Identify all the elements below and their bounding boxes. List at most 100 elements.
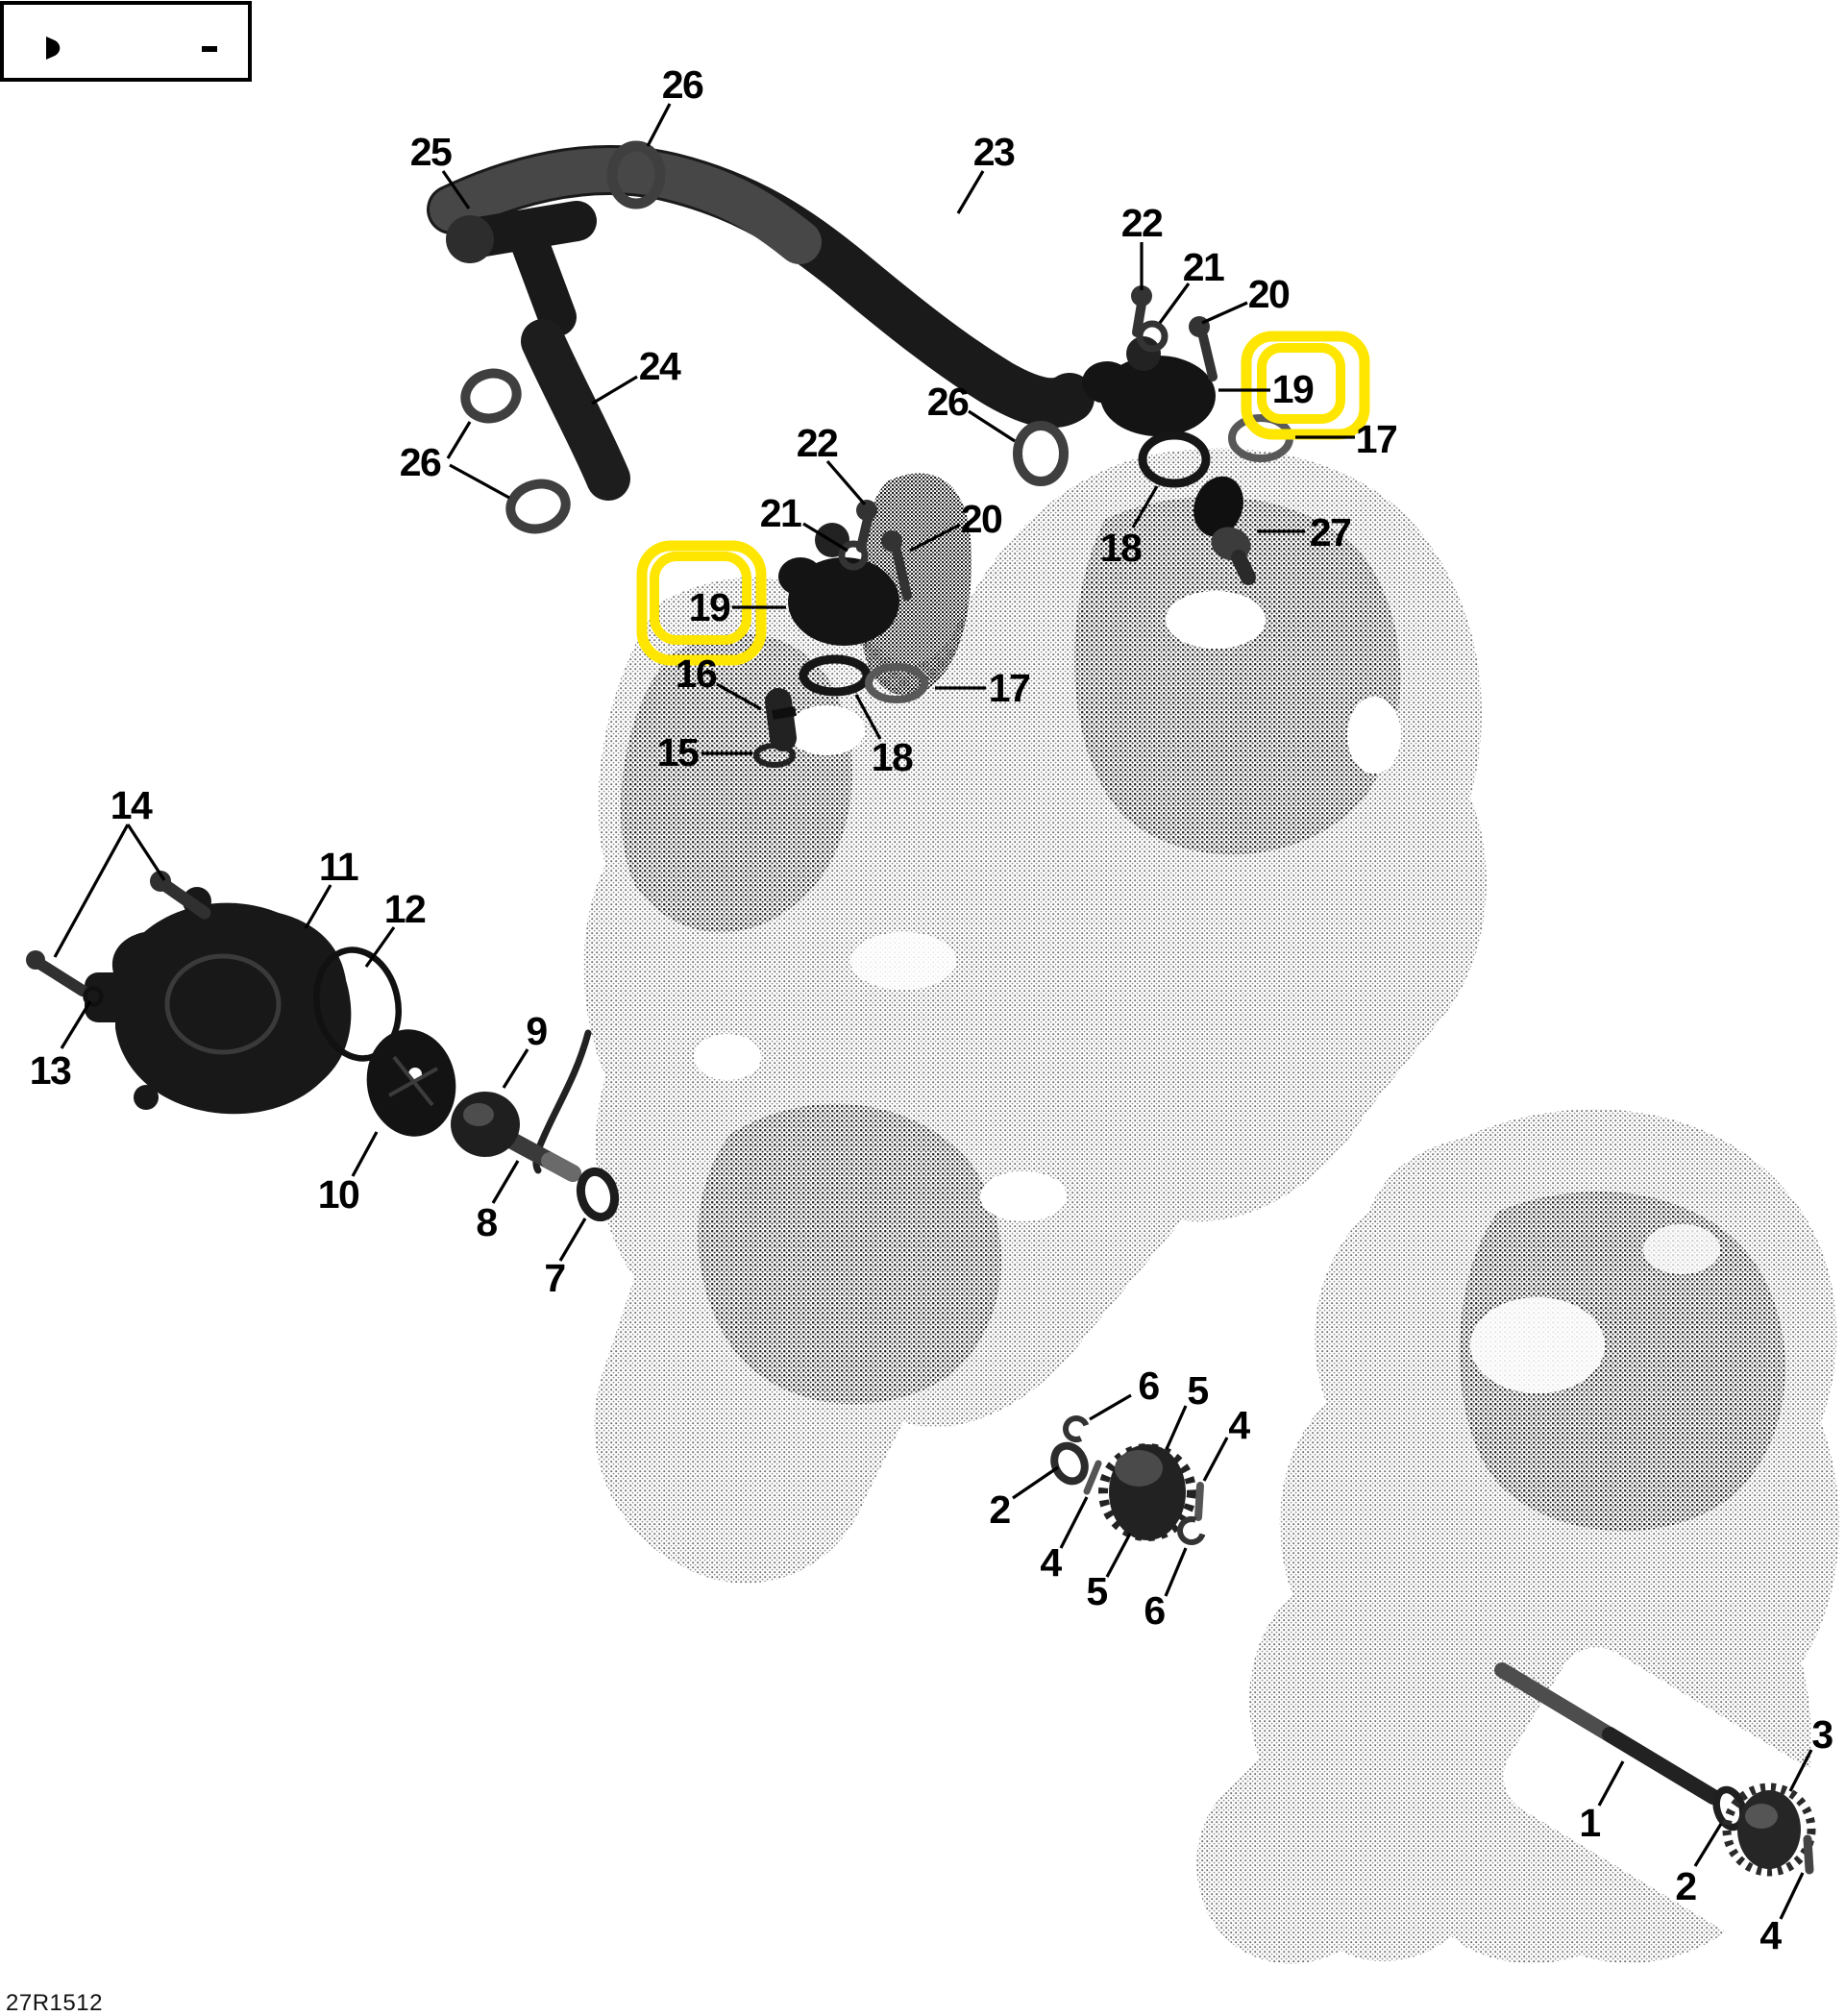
- callout-label[interactable]: 5: [1187, 1368, 1210, 1413]
- callout-label[interactable]: 7: [544, 1256, 566, 1300]
- callout-label[interactable]: 13: [30, 1048, 73, 1093]
- callout-label[interactable]: 19: [1272, 367, 1316, 411]
- callout-label[interactable]: 4: [1228, 1403, 1252, 1447]
- callout-label[interactable]: 2: [989, 1487, 1012, 1532]
- bolt-22-right: [1131, 285, 1152, 337]
- leader-line: [441, 170, 471, 209]
- leader-line: [1158, 283, 1191, 324]
- seal-7: [576, 1167, 620, 1222]
- fitting-25: [446, 201, 597, 336]
- callout-label[interactable]: 20: [1248, 272, 1292, 316]
- leader-line: [646, 103, 672, 147]
- callout-label[interactable]: 22: [1121, 201, 1165, 245]
- leader-line: [1131, 485, 1159, 529]
- impeller-10: [366, 1029, 456, 1137]
- leader-line: [449, 463, 510, 500]
- leader-line: [446, 421, 472, 459]
- callout-label[interactable]: 26: [400, 440, 443, 484]
- leader-line: [591, 375, 638, 406]
- leader-line: [968, 409, 1016, 443]
- callout-label[interactable]: 11: [319, 845, 360, 889]
- washer-21-right: [1136, 320, 1168, 353]
- oring-13: [83, 986, 104, 1007]
- callout-label[interactable]: 1: [1579, 1801, 1602, 1845]
- callout-label[interactable]: 26: [927, 380, 971, 424]
- sensor-27: [1193, 476, 1256, 585]
- callout-label[interactable]: 18: [1100, 526, 1144, 570]
- callout-label[interactable]: 14: [111, 783, 155, 827]
- callout-label[interactable]: 20: [961, 497, 1004, 541]
- callout-label[interactable]: 3: [1811, 1712, 1834, 1757]
- fitting-16: [765, 688, 797, 751]
- leader-line: [1202, 1437, 1229, 1482]
- highlight-box: [650, 552, 751, 645]
- leader-line: [53, 824, 130, 958]
- callout-label[interactable]: 22: [797, 421, 840, 465]
- callout-label[interactable]: 8: [476, 1200, 499, 1244]
- callout-label[interactable]: 9: [526, 1009, 549, 1053]
- leader-line: [1693, 1823, 1723, 1867]
- oring-18-right: [1138, 430, 1211, 488]
- callout-label[interactable]: 2: [1675, 1864, 1698, 1908]
- leader-line: [716, 682, 762, 711]
- callout-label[interactable]: 4: [1040, 1540, 1064, 1585]
- leader-line: [1059, 1496, 1089, 1549]
- drawing-code: 27R1512: [6, 1990, 103, 2016]
- callout-label[interactable]: 23: [973, 130, 1017, 174]
- hose-clamps-26: [460, 140, 1069, 534]
- leader-line: [126, 824, 166, 881]
- engine-block-center: [532, 448, 1487, 1584]
- housing-19-right: [1082, 336, 1216, 436]
- callout-label[interactable]: 10: [318, 1172, 361, 1217]
- callout-label[interactable]: 17: [989, 666, 1031, 710]
- callout-label[interactable]: 6: [1138, 1364, 1161, 1408]
- leader-line: [1597, 1760, 1625, 1807]
- callout-label[interactable]: 5: [1086, 1569, 1109, 1613]
- oring-17-middle: [865, 663, 928, 703]
- leader-line: [1105, 1533, 1132, 1578]
- highlight-box: [636, 540, 767, 666]
- nav-toolbar-frame: [0, 1, 252, 82]
- callout-label[interactable]: 18: [872, 735, 915, 779]
- bolt-20-middle: [881, 530, 912, 601]
- oring-18-middle: [799, 654, 872, 697]
- leader-line: [1164, 1547, 1188, 1597]
- callout-label[interactable]: 21: [760, 491, 803, 535]
- leader-line: [491, 1160, 520, 1204]
- callout-label[interactable]: 15: [657, 730, 701, 774]
- leader-line: [854, 694, 882, 740]
- play-icon[interactable]: [46, 37, 61, 60]
- callout-label[interactable]: 27: [1310, 510, 1352, 554]
- shaft-1-group: [1494, 1662, 1816, 1877]
- oring-15: [753, 743, 796, 768]
- leader-line: [825, 459, 867, 506]
- bolts-14: [26, 871, 211, 996]
- callout-label[interactable]: 17: [1356, 417, 1398, 461]
- leader-line: [1779, 1872, 1805, 1920]
- leader-line: [956, 170, 985, 214]
- leader-line: [1089, 1393, 1132, 1421]
- callout-label[interactable]: 26: [662, 62, 705, 107]
- callout-label[interactable]: 24: [639, 344, 683, 388]
- callout-label[interactable]: 6: [1144, 1588, 1167, 1633]
- callout-label[interactable]: 25: [410, 130, 454, 174]
- highlight-box: [1257, 343, 1345, 424]
- callout-label[interactable]: 19: [689, 585, 732, 629]
- housing-19-middle: [778, 523, 899, 646]
- callout-label[interactable]: 21: [1183, 245, 1226, 289]
- oil-pump-cluster: [1050, 1415, 1206, 1545]
- shaft-8-gear-9: [451, 1092, 581, 1182]
- callout-label[interactable]: 16: [676, 652, 719, 696]
- highlight-box: [1241, 331, 1370, 440]
- leader-line: [60, 1000, 92, 1049]
- callout-label[interactable]: 4: [1759, 1913, 1784, 1957]
- leader-line: [304, 884, 332, 929]
- bolt-22-middle: [856, 500, 877, 553]
- minus-icon[interactable]: [202, 46, 217, 52]
- callout-label[interactable]: 12: [384, 887, 428, 931]
- nav-toolbar: [0, 1, 252, 82]
- washer-21-middle: [838, 540, 869, 571]
